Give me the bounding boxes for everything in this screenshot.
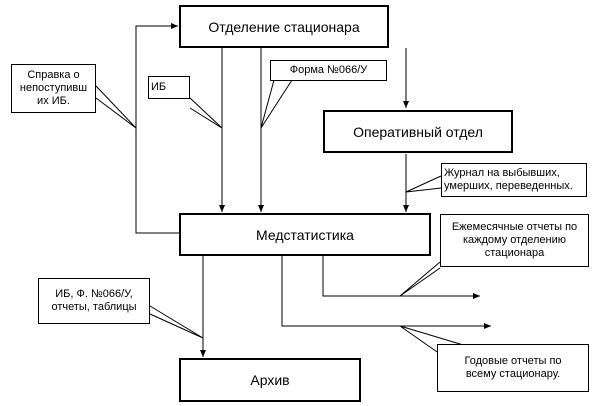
department-box: Отделение стационара (179, 5, 389, 48)
callout-archive-docs: ИБ, Ф. №066/У, отчеты, таблицы (38, 278, 150, 324)
leader-certificate (95, 85, 137, 129)
leader-monthly (399, 261, 441, 297)
arrow-monthly-reports-out (322, 255, 480, 299)
arrow-annual-reports-out (281, 255, 491, 329)
leader-journal (405, 175, 442, 193)
leader-annual (399, 325, 471, 355)
callout-form066: Форма №066/У (270, 60, 387, 81)
operations-box: Оперативный отдел (323, 110, 513, 153)
leader-archive-docs (149, 305, 204, 339)
callout-annual: Годовые отчеты по всему стационару. (437, 344, 589, 392)
callout-monthly: Ежемесячные отчеты по каждому отделению … (440, 214, 589, 267)
medstat-box: Медстатистика (179, 213, 431, 256)
callout-certificate: Справка о непоступивш их ИБ. (11, 64, 96, 113)
leader-form066 (260, 79, 293, 129)
arrow-medstat-to-department (135, 23, 180, 234)
callout-journal: Журнал на выбывших, умерших, переведенны… (441, 163, 587, 197)
leader-ib (189, 97, 223, 129)
callout-ib: ИБ (148, 76, 190, 99)
archive-box: Архив (179, 358, 361, 402)
